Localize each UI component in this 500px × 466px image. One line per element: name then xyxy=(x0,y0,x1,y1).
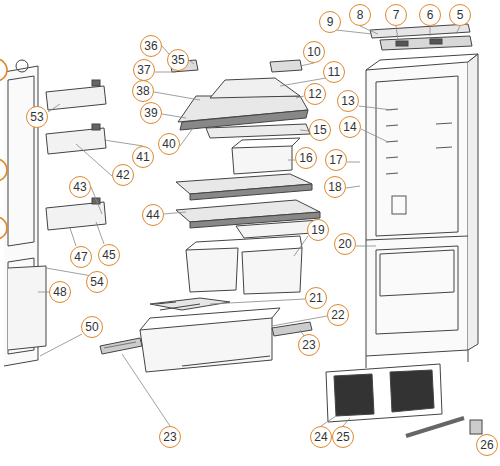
callout-number: 39 xyxy=(144,107,157,119)
callout-circle: 25 xyxy=(332,426,354,448)
callout-circle: 44 xyxy=(142,204,164,226)
callout-circle: 53 xyxy=(26,106,48,128)
callout-number: 6 xyxy=(427,9,434,21)
callout-number: 26 xyxy=(480,439,493,451)
callout-number: 22 xyxy=(331,309,344,321)
callout-number: 47 xyxy=(74,251,87,263)
callout-number: 18 xyxy=(328,181,341,193)
callout-number: 12 xyxy=(308,88,321,100)
callout-circle: 13 xyxy=(337,90,359,112)
callout-circle: 43 xyxy=(69,176,91,198)
callout-circle: 38 xyxy=(132,80,154,102)
callout-circle: 26 xyxy=(476,434,498,456)
callout-circle: 23 xyxy=(298,334,320,356)
callout-circle: 42 xyxy=(112,164,134,186)
callout-number: 23 xyxy=(302,339,315,351)
callout-circle: 47 xyxy=(70,246,92,268)
callout-number: 17 xyxy=(329,154,342,166)
callout-circle: 40 xyxy=(158,133,180,155)
callout-circle: 18 xyxy=(324,176,346,198)
callout-circle: 23 xyxy=(159,426,181,448)
callout-number: 14 xyxy=(343,121,356,133)
callout-circle: 9 xyxy=(319,11,341,33)
callout-circle: 15 xyxy=(309,119,331,141)
callout-number: 11 xyxy=(328,66,340,78)
callout-number: 9 xyxy=(327,16,334,28)
callout-circle: 20 xyxy=(334,233,356,255)
callout-circle: 10 xyxy=(303,41,325,63)
callout-number: 53 xyxy=(30,111,43,123)
callout-number: 13 xyxy=(341,95,354,107)
callout-number: 40 xyxy=(162,138,175,150)
callout-circle: 6 xyxy=(419,4,441,26)
callout-circle: 24 xyxy=(310,426,332,448)
callout-circle: 41 xyxy=(132,146,154,168)
callout-number: 38 xyxy=(136,85,149,97)
callout-circle: 14 xyxy=(339,116,361,138)
callout-circle: 54 xyxy=(86,271,108,293)
callout-circle: 35 xyxy=(167,49,189,71)
callout-circle: 45 xyxy=(98,244,120,266)
callout-circle: 5 xyxy=(449,4,471,26)
callout-circle: 11 xyxy=(323,61,345,83)
callout-circle: 7 xyxy=(385,4,407,26)
callout-circle: 17 xyxy=(325,149,347,171)
callout-number: 54 xyxy=(90,276,103,288)
callout-number: 45 xyxy=(102,249,115,261)
callout-circle: 16 xyxy=(295,147,317,169)
callout-number: 20 xyxy=(338,238,351,250)
callout-circle: 36 xyxy=(140,35,162,57)
callout-number: 5 xyxy=(457,9,464,21)
callout-circle: 50 xyxy=(81,316,103,338)
callout-number: 41 xyxy=(136,151,149,163)
callout-number: 35 xyxy=(171,54,184,66)
callout-number: 21 xyxy=(309,292,322,304)
callout-circle: 22 xyxy=(327,304,349,326)
callout-number: 25 xyxy=(336,431,349,443)
callout-number: 36 xyxy=(144,40,157,52)
callout-number: 24 xyxy=(314,431,327,443)
callout-number: 23 xyxy=(163,431,176,443)
callout-number: 37 xyxy=(137,64,150,76)
callout-circle: 12 xyxy=(304,83,326,105)
callout-number: 50 xyxy=(85,321,98,333)
callout-circle: 48 xyxy=(49,281,71,303)
callout-circle: 21 xyxy=(305,287,327,309)
callout-circle: 39 xyxy=(140,102,162,124)
callout-circle: 37 xyxy=(133,59,155,81)
callout-number: 15 xyxy=(313,124,326,136)
callout-circle: 19 xyxy=(307,219,329,241)
callout-number: 16 xyxy=(299,152,312,164)
callout-circle: 8 xyxy=(349,4,371,26)
callout-number: 8 xyxy=(357,9,364,21)
callout-number: 44 xyxy=(146,209,159,221)
callout-number: 42 xyxy=(116,169,129,181)
callout-number: 10 xyxy=(307,46,320,58)
callout-number: 7 xyxy=(393,9,400,21)
callout-number: 19 xyxy=(311,224,324,236)
callout-number: 48 xyxy=(53,286,66,298)
callout-number: 43 xyxy=(73,181,86,193)
